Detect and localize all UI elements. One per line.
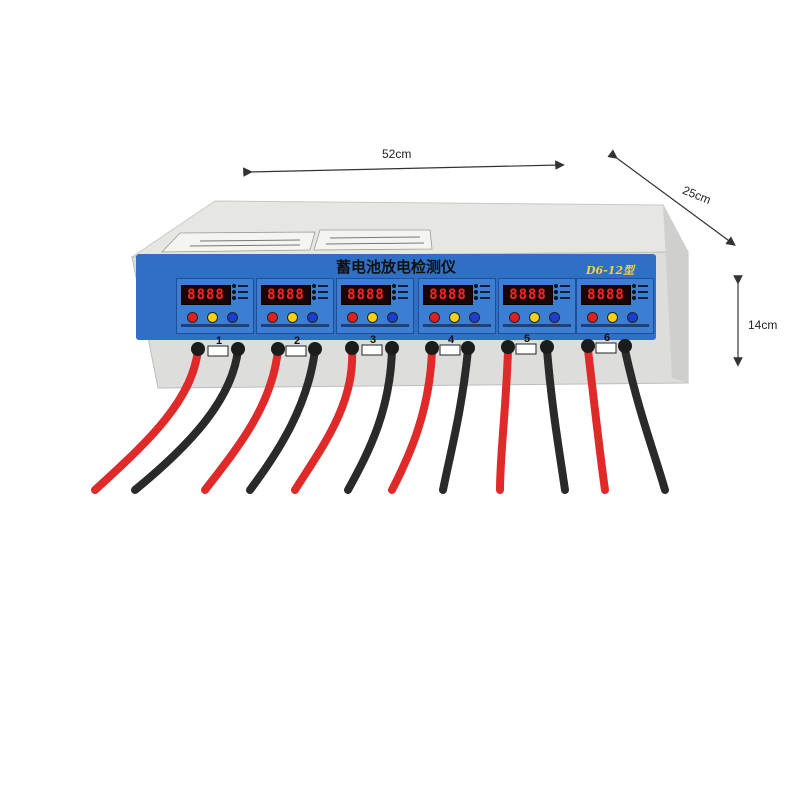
- channel-module-3: 8888: [336, 278, 414, 334]
- blue-button[interactable]: [549, 312, 560, 323]
- yellow-button[interactable]: [367, 312, 378, 323]
- top-label-left: [161, 231, 316, 253]
- depth-dimension-arrow: [607, 149, 736, 246]
- terminal-number-5: 5: [524, 333, 531, 345]
- cables: [91, 346, 669, 494]
- indicator-leds: [474, 283, 492, 301]
- indicator-leds: [554, 283, 572, 301]
- channel-display-5: 8888: [503, 285, 553, 305]
- blue-button[interactable]: [307, 312, 318, 323]
- button-caption: [261, 324, 329, 327]
- terminal-posts: [191, 339, 632, 356]
- button-caption: [423, 324, 491, 327]
- channel-module-6: 8888: [576, 278, 654, 334]
- indicator-leds: [312, 283, 330, 301]
- terminal-number-4: 4: [448, 334, 455, 346]
- channel-module-4: 8888: [418, 278, 496, 334]
- black-cable-5: [543, 346, 569, 494]
- width-dimension-arrow: [243, 160, 565, 177]
- yellow-button[interactable]: [287, 312, 298, 323]
- red-cable-4: [388, 346, 436, 494]
- blue-button[interactable]: [627, 312, 638, 323]
- red-cable-3: [291, 346, 357, 494]
- red-button[interactable]: [267, 312, 278, 323]
- indicator-leds: [232, 283, 250, 301]
- yellow-button[interactable]: [449, 312, 460, 323]
- black-cable-1: [131, 346, 242, 494]
- button-caption: [181, 324, 249, 327]
- channel-module-2: 8888: [256, 278, 334, 334]
- red-button[interactable]: [587, 312, 598, 323]
- channel-module-5: 8888: [498, 278, 576, 334]
- black-cable-2: [246, 346, 319, 494]
- model-label: D6-12型: [586, 264, 635, 277]
- button-caption: [503, 324, 571, 327]
- button-caption: [581, 324, 649, 327]
- control-panel: 蓄电池放电检测仪 D6-12型 8888 8888: [136, 254, 656, 340]
- channel-display-4: 8888: [423, 285, 473, 305]
- channel-display-1: 8888: [181, 285, 231, 305]
- terminal-number-1: 1: [216, 335, 223, 347]
- red-button[interactable]: [509, 312, 520, 323]
- red-button[interactable]: [187, 312, 198, 323]
- terminal-number-3: 3: [370, 334, 377, 346]
- button-caption: [341, 324, 409, 327]
- black-cable-6: [621, 346, 669, 494]
- red-cable-5: [496, 346, 512, 494]
- indicator-leds: [632, 283, 650, 301]
- channel-module-1: 8888: [176, 278, 254, 334]
- red-button[interactable]: [429, 312, 440, 323]
- channel-display-6: 8888: [581, 285, 631, 305]
- height-label: 14cm: [748, 318, 778, 332]
- blue-button[interactable]: [469, 312, 480, 323]
- terminal-number-2: 2: [294, 335, 301, 347]
- black-cable-3: [344, 346, 396, 494]
- black-cable-4: [439, 346, 472, 494]
- indicator-leds: [392, 283, 410, 301]
- yellow-button[interactable]: [607, 312, 618, 323]
- yellow-button[interactable]: [529, 312, 540, 323]
- width-label: 52cm: [382, 147, 412, 161]
- yellow-button[interactable]: [207, 312, 218, 323]
- terminal-number-6: 6: [604, 332, 611, 344]
- channel-display-2: 8888: [261, 285, 311, 305]
- blue-button[interactable]: [227, 312, 238, 323]
- red-button[interactable]: [347, 312, 358, 323]
- device-title: 蓄电池放电检测仪: [335, 258, 456, 276]
- blue-button[interactable]: [387, 312, 398, 323]
- channel-display-3: 8888: [341, 285, 391, 305]
- red-cable-2: [201, 346, 282, 494]
- red-cable-1: [91, 346, 202, 494]
- battery-symbols: [207, 342, 617, 357]
- top-label-right: [313, 229, 433, 251]
- red-cable-6: [584, 346, 609, 494]
